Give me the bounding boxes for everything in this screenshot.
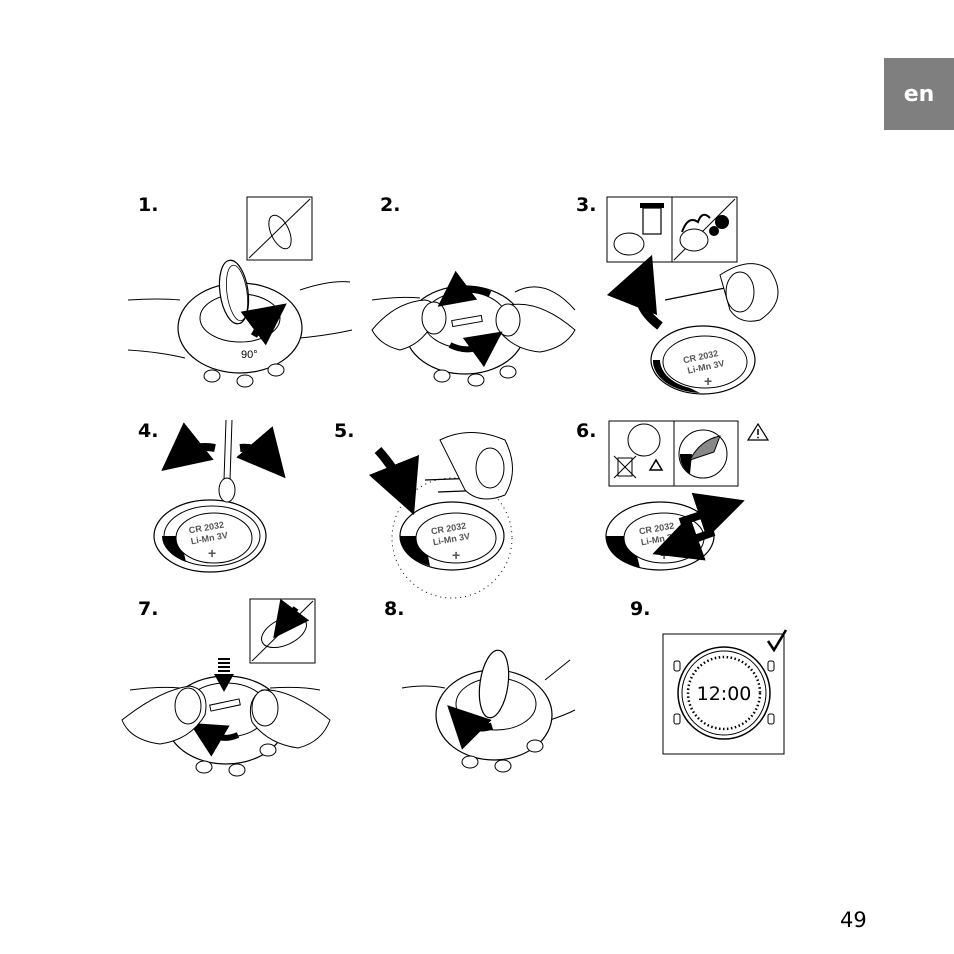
watch-face: 12:00 [673, 646, 775, 740]
page-number: 49 [840, 908, 867, 932]
step-number-4: 4. [138, 420, 159, 442]
step-number-1: 1. [138, 194, 159, 216]
battery-plus: + [704, 373, 712, 389]
step1-illustration: 90° [127, 196, 353, 388]
step6-illustration: CR 2032 Li-Mn 3V + [605, 420, 770, 571]
warning-icon [746, 422, 770, 441]
step-number-3: 3. [576, 194, 597, 216]
watch-time-display: 12:00 [697, 683, 752, 705]
angle-label: 90° [241, 349, 258, 361]
step-number-7: 7. [138, 598, 159, 620]
battery-plus: + [660, 547, 668, 563]
step-number-9: 9. [630, 598, 651, 620]
step7-prohibited-box [249, 598, 316, 664]
battery-plus: + [452, 547, 460, 563]
step3-illustration: CR 2032 Li-Mn 3V + [606, 196, 779, 395]
step4-illustration: CR 2032 Li-Mn 3V + [153, 419, 286, 573]
step-number-6: 6. [576, 420, 597, 442]
step-number-8: 8. [384, 598, 405, 620]
step-number-2: 2. [380, 194, 401, 216]
step7-illustration [121, 598, 331, 777]
step9-illustration: 12:00 [662, 629, 788, 755]
step8-illustration [401, 649, 576, 773]
step6-recycle-box [608, 420, 739, 487]
step-number-5: 5. [334, 420, 355, 442]
language-tab: en [884, 58, 954, 130]
step3-disposal-box [606, 196, 738, 263]
step1-prohibited-box [246, 196, 313, 261]
battery-plus: + [208, 545, 216, 561]
step2-illustration [371, 270, 576, 387]
step5-illustration: CR 2032 Li-Mn 3V + [368, 432, 513, 599]
